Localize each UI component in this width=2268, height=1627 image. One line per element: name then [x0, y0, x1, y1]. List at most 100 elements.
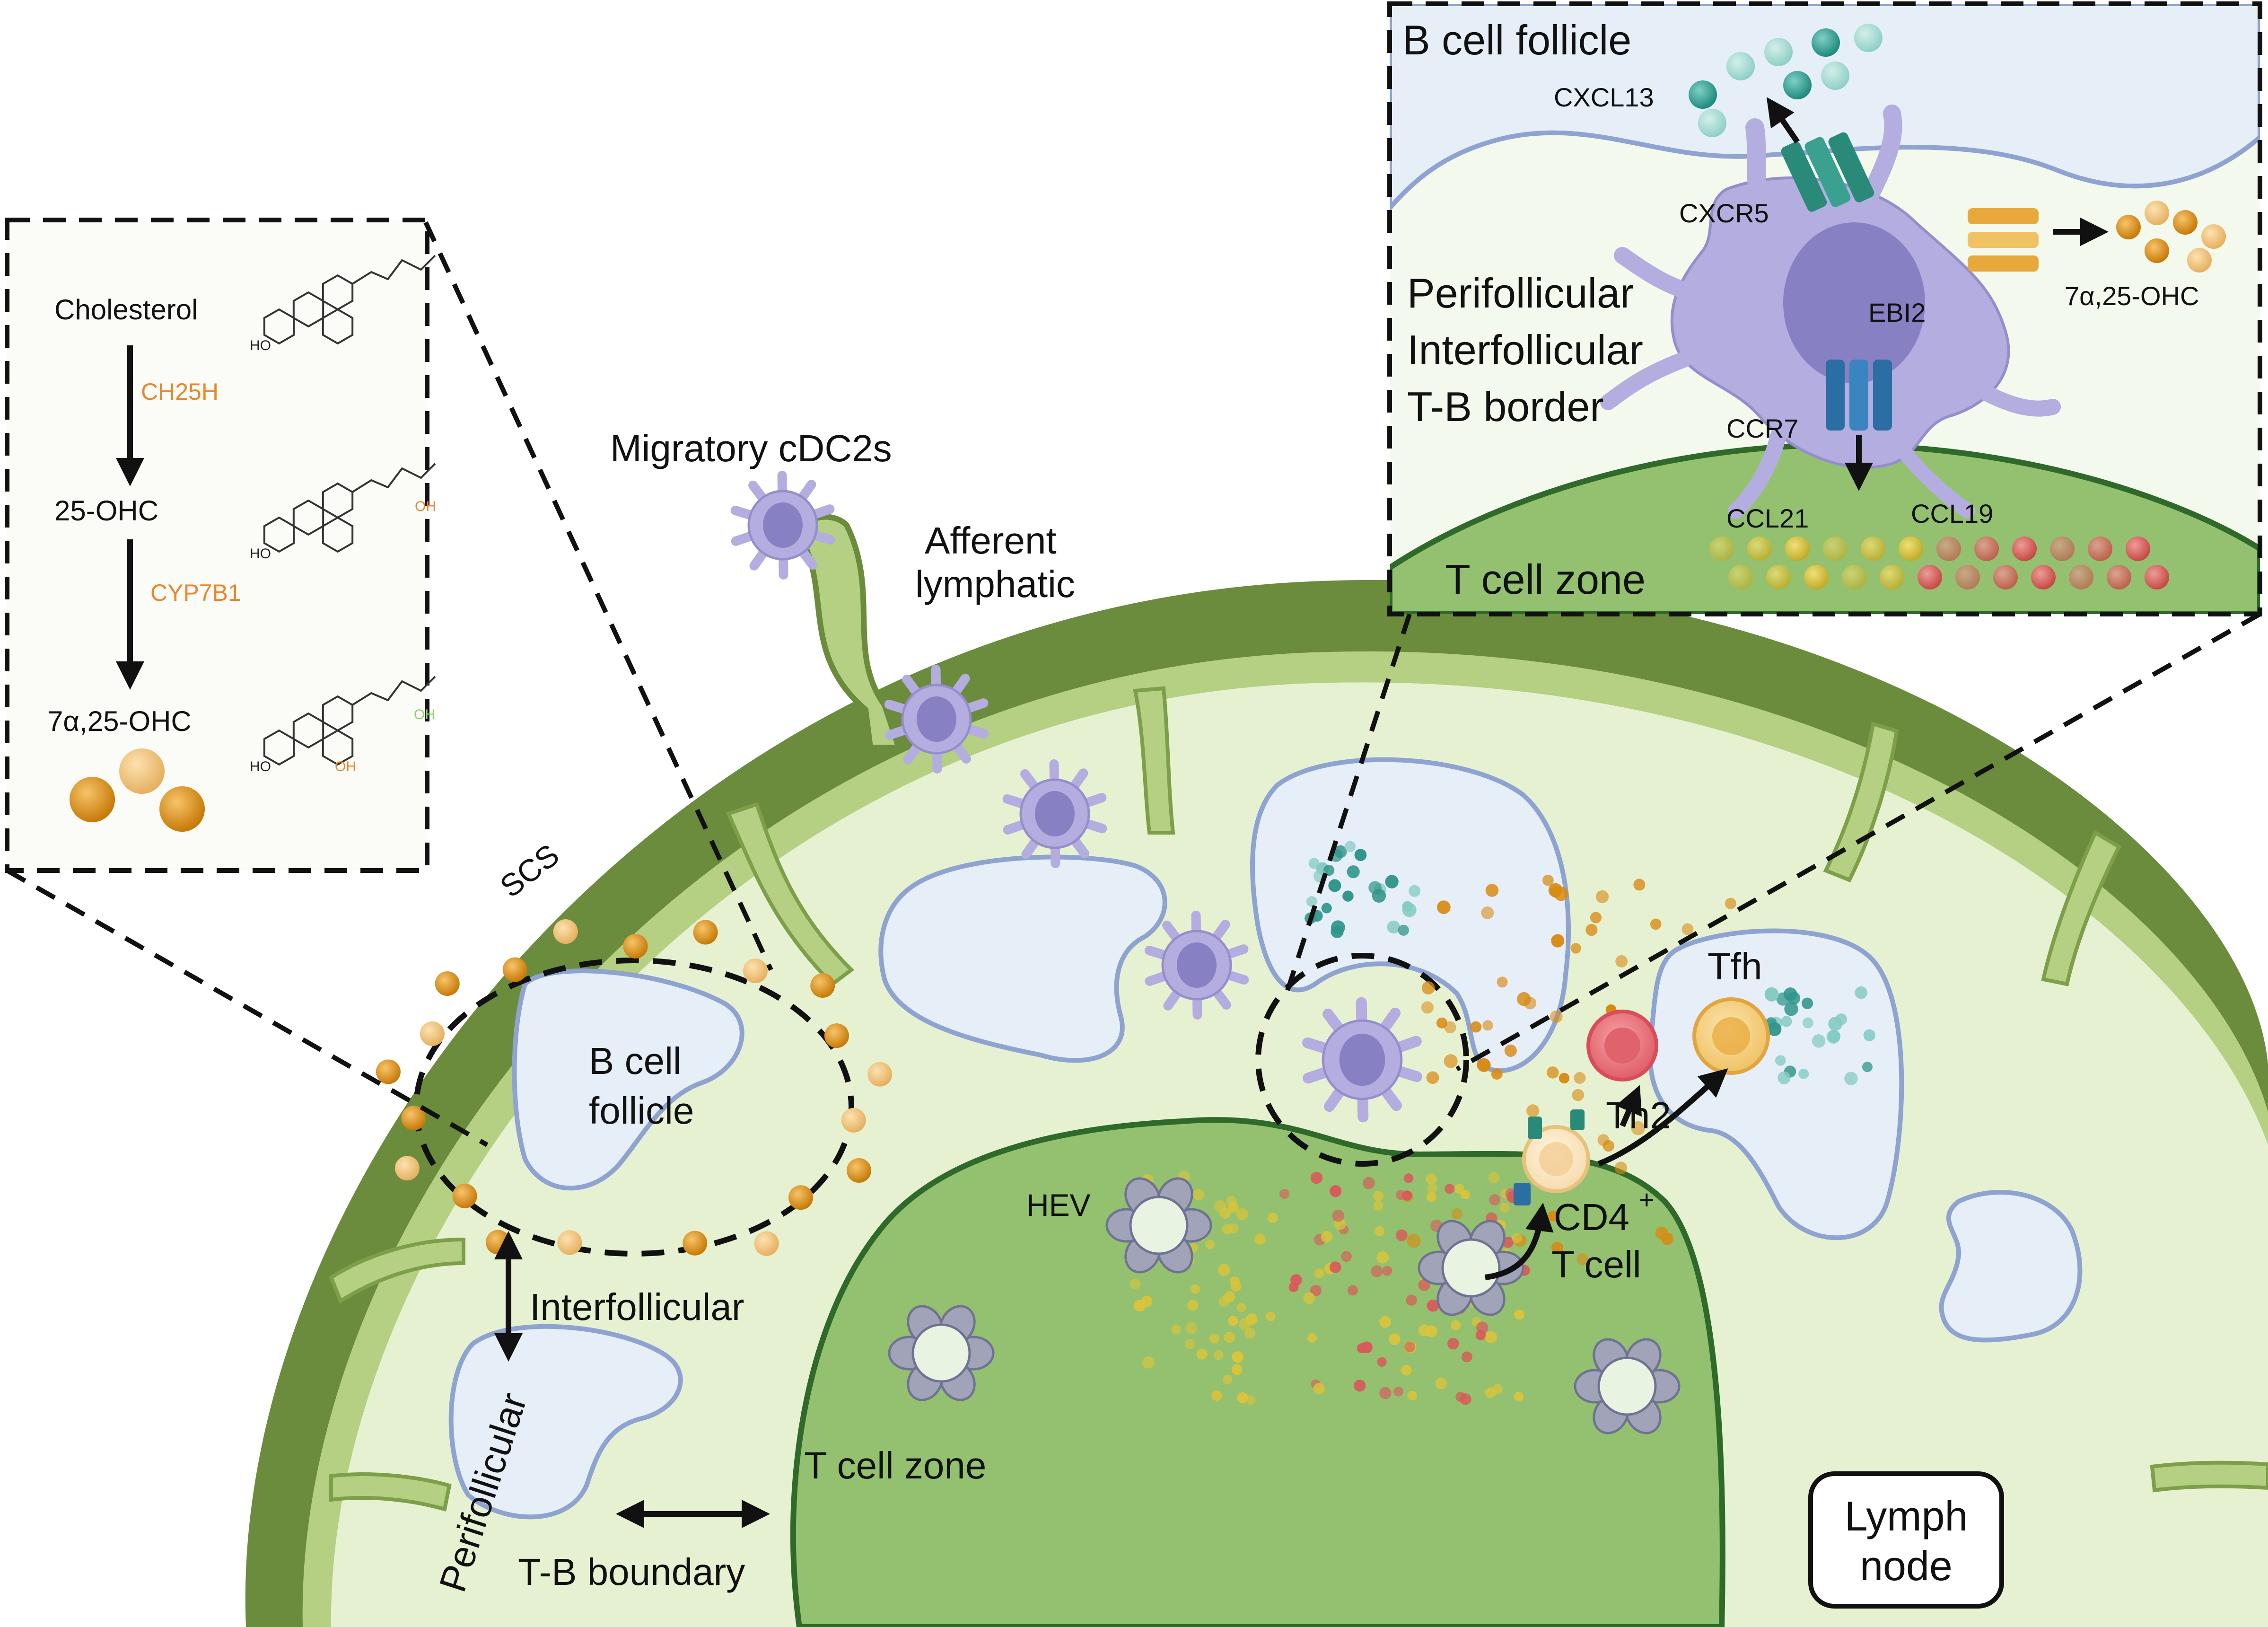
migratory-dcs	[730, 471, 1422, 1123]
cxcl13-dot	[1321, 903, 1332, 914]
label-oh-25: OH	[415, 499, 436, 514]
ccl19-dot	[1290, 1274, 1302, 1286]
dc-nucleus	[763, 502, 803, 548]
follicle-left-upper	[512, 968, 744, 1191]
ccl19-dot	[1362, 1177, 1375, 1189]
ohc-dot	[1491, 1068, 1503, 1080]
ccl21-dot	[1222, 1224, 1233, 1235]
dc-nucleus	[1339, 1033, 1385, 1086]
ccl21-dot	[1314, 1268, 1324, 1279]
inset-label-cxcr5: CXCR5	[1679, 198, 1769, 228]
ccl21-dot	[1375, 1226, 1385, 1236]
sterol-side-chain	[351, 676, 436, 706]
ccl21-dot	[1224, 1291, 1235, 1302]
ccl19-dot	[1347, 1285, 1358, 1296]
label-ho-1: HO	[250, 338, 271, 353]
ccl19-dot	[1332, 1209, 1345, 1222]
ccl21-dot	[1231, 1364, 1243, 1375]
cxcl13-dot	[1802, 1017, 1813, 1029]
ccl21-dot	[1485, 1387, 1496, 1398]
inset-ccl19	[2145, 565, 2169, 589]
cxcl13-dot	[1828, 1017, 1842, 1031]
inset-cxcl13	[1726, 52, 1755, 80]
inset-ccl21	[1899, 536, 1923, 561]
ohc-particle	[754, 1231, 779, 1256]
label-t-cell-zone: T cell zone	[804, 1444, 986, 1486]
inset-ccl21	[1880, 565, 1904, 589]
label-lymph: Lymph	[1845, 1493, 1968, 1539]
cxcl13-dot	[1775, 1055, 1786, 1066]
hev-lumen	[1441, 1238, 1501, 1298]
inset-ohc	[2145, 201, 2169, 225]
ccl19-dot	[1406, 1294, 1417, 1306]
dendritic-cell	[1302, 997, 1422, 1123]
inset-ccl19	[2088, 536, 2112, 561]
ohc-dot	[1437, 900, 1451, 914]
ccl21-dot	[1217, 1264, 1230, 1276]
label-follicle: follicle	[589, 1090, 694, 1132]
ohc-dot	[1633, 879, 1646, 891]
label-hev: HEV	[1026, 1187, 1091, 1222]
cxcl13-dot	[1385, 875, 1399, 888]
label-tfh: Tfh	[1708, 945, 1762, 987]
ccl21-dot	[1254, 1233, 1266, 1245]
inset-ccl21	[1747, 536, 1772, 561]
ohc-dot	[1524, 997, 1537, 1010]
cxcl13-dot	[1323, 864, 1335, 876]
cd4-to-th2-arrow	[1615, 1085, 1642, 1127]
inset-ccl19	[1993, 565, 2018, 589]
dendritic-cell	[884, 665, 989, 774]
ohc-dot	[1615, 955, 1628, 967]
dc-highlight-circle	[1255, 953, 1469, 1167]
pathway-inset	[5, 218, 436, 873]
dc-nucleus	[917, 696, 956, 742]
label-afferent: Afferent	[925, 519, 1057, 562]
cxcl13-dot	[1844, 1072, 1858, 1085]
ohc-dot	[1426, 1071, 1439, 1084]
ccl21-dot	[1213, 1350, 1224, 1360]
cxcl13-dot	[1863, 1029, 1875, 1041]
ohc-particle	[683, 1231, 708, 1256]
dendritic-cell	[1002, 759, 1107, 868]
inset-arrows	[1766, 97, 2109, 491]
cxcl13-dot	[1781, 1016, 1792, 1027]
sterol-structures	[263, 255, 436, 766]
ohc-dot	[1485, 884, 1499, 897]
inset-label-t-cell-zone: T cell zone	[1445, 556, 1646, 603]
cxcl13-dot	[1372, 888, 1386, 903]
t-cells	[1514, 997, 1770, 1205]
ccl19-dot	[1340, 1251, 1352, 1262]
ohc-dot	[1542, 874, 1554, 886]
ccl21-dot	[1187, 1300, 1199, 1311]
ccl19-dot	[1445, 1184, 1455, 1194]
ccl21-dot	[1228, 1316, 1238, 1326]
inset-ccl-particles	[1709, 536, 2169, 589]
label-interfollicular: Interfollicular	[530, 1286, 744, 1328]
ccl19-dot	[1462, 1351, 1472, 1363]
inset-cxcl13	[1764, 38, 1793, 66]
sterol-side-chain	[351, 463, 436, 493]
ccl21-dot	[1223, 1374, 1233, 1385]
cxcr5-receptor	[1781, 132, 1874, 212]
ccl21-dot	[1379, 1316, 1392, 1328]
cxcl13-dot	[1828, 1030, 1841, 1043]
inset-dc-cell	[1600, 105, 2061, 519]
ccl19-dot	[1403, 1173, 1414, 1183]
inset-cxcl13	[1689, 80, 1717, 109]
cxcl13-dot	[1409, 885, 1420, 897]
label-b-cell: B cell	[589, 1040, 682, 1082]
inset-ccl21	[1728, 565, 1753, 589]
ohc-particle	[502, 957, 527, 982]
inset-ccl21	[1709, 536, 1734, 561]
trabeculae	[329, 686, 2268, 1512]
inset-label-interfollicular: Interfollicular	[1407, 326, 1643, 373]
cxcl13-dot	[1798, 1068, 1809, 1079]
inset-cxcl13	[1812, 28, 1840, 57]
ccr7-receptor	[1826, 360, 1892, 431]
ohc-dot	[1548, 883, 1563, 897]
inset-ohc	[2173, 210, 2198, 235]
ohc-dot	[1661, 1232, 1674, 1245]
ccl21-dot	[1514, 1310, 1524, 1320]
ccl19-dot	[1401, 1190, 1412, 1201]
ohc-dot	[1470, 1021, 1482, 1033]
